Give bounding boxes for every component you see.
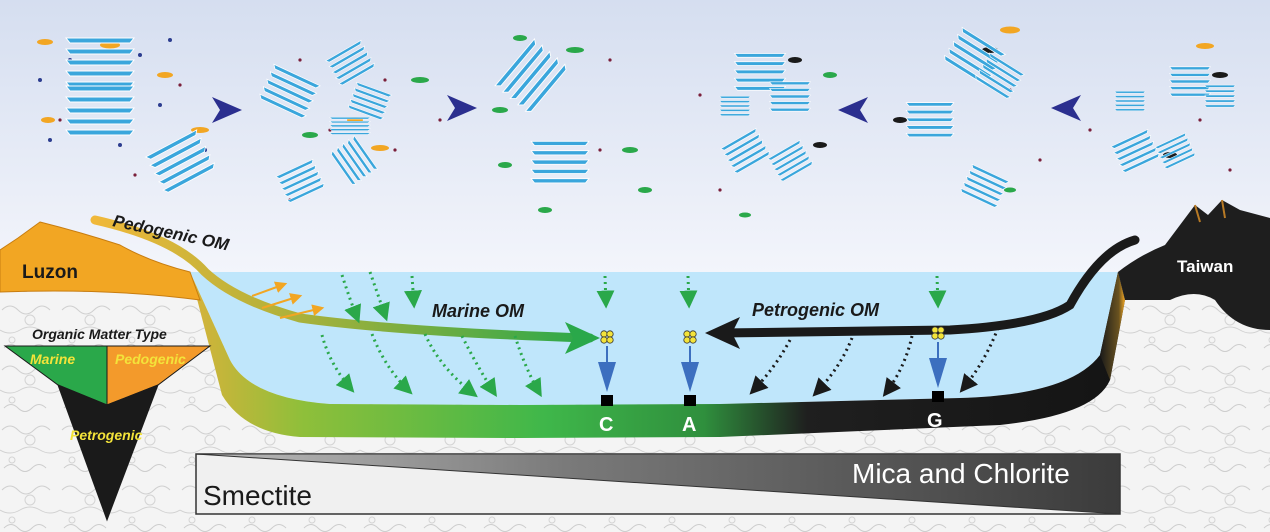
clay-particles-row [37, 26, 1236, 218]
sediment-trap-icon [929, 358, 947, 388]
plankton-icon [600, 330, 614, 344]
taiwan-slope [1100, 272, 1125, 380]
om-type-triangle: Organic Matter Type Marine Pedogenic Pet… [3, 326, 212, 522]
marine-om-label: Marine OM [432, 301, 525, 321]
tri-pedogenic-label: Pedogenic [115, 351, 186, 367]
seafloor-sediment [190, 272, 1125, 438]
marine-om-arrowhead [565, 322, 600, 354]
chevron-right-icon [447, 95, 477, 121]
site-g-label: G [927, 410, 943, 432]
om-type-title: Organic Matter Type [32, 326, 167, 342]
tri-petrogenic-label: Petrogenic [70, 427, 143, 443]
petrogenic-om-arrowhead [705, 317, 740, 349]
pedogenic-om-flow [90, 215, 595, 343]
marine-settling-arrows [320, 271, 947, 398]
site-a-label: A [682, 414, 696, 436]
sediment-trap-c: C [598, 330, 616, 436]
clay-mineral-gradient: Smectite Mica and Chlorite [195, 453, 1121, 515]
petrogenic-om-label: Petrogenic OM [752, 300, 880, 320]
smectite-label: Smectite [203, 480, 312, 511]
taiwan-landmass [1118, 200, 1270, 330]
luzon-landmass [0, 221, 201, 301]
luzon-label: Luzon [22, 262, 78, 283]
sky-background [0, 0, 1270, 272]
chevron-left-icon [1051, 95, 1081, 121]
top-arrows [212, 95, 1081, 123]
plankton-icon [931, 326, 945, 340]
sea-water [190, 272, 1118, 405]
site-c-label: C [599, 414, 613, 436]
pedogenic-input-arrows [251, 281, 325, 319]
sediment-trap-a: A [681, 330, 699, 436]
taiwan-label: Taiwan [1177, 257, 1233, 276]
petrogenic-om-flow [715, 235, 1140, 338]
chevron-right-icon [212, 97, 242, 123]
petrogenic-settling-arrows [749, 327, 1000, 397]
sediment-trap-icon [681, 362, 699, 392]
mica-chlorite-label: Mica and Chlorite [852, 458, 1070, 489]
plankton-icon [683, 330, 697, 344]
sediment-trap-g: G [927, 326, 947, 432]
tri-marine-label: Marine [30, 351, 75, 367]
sediment-trap-icon [598, 362, 616, 392]
chevron-left-icon [838, 97, 868, 123]
